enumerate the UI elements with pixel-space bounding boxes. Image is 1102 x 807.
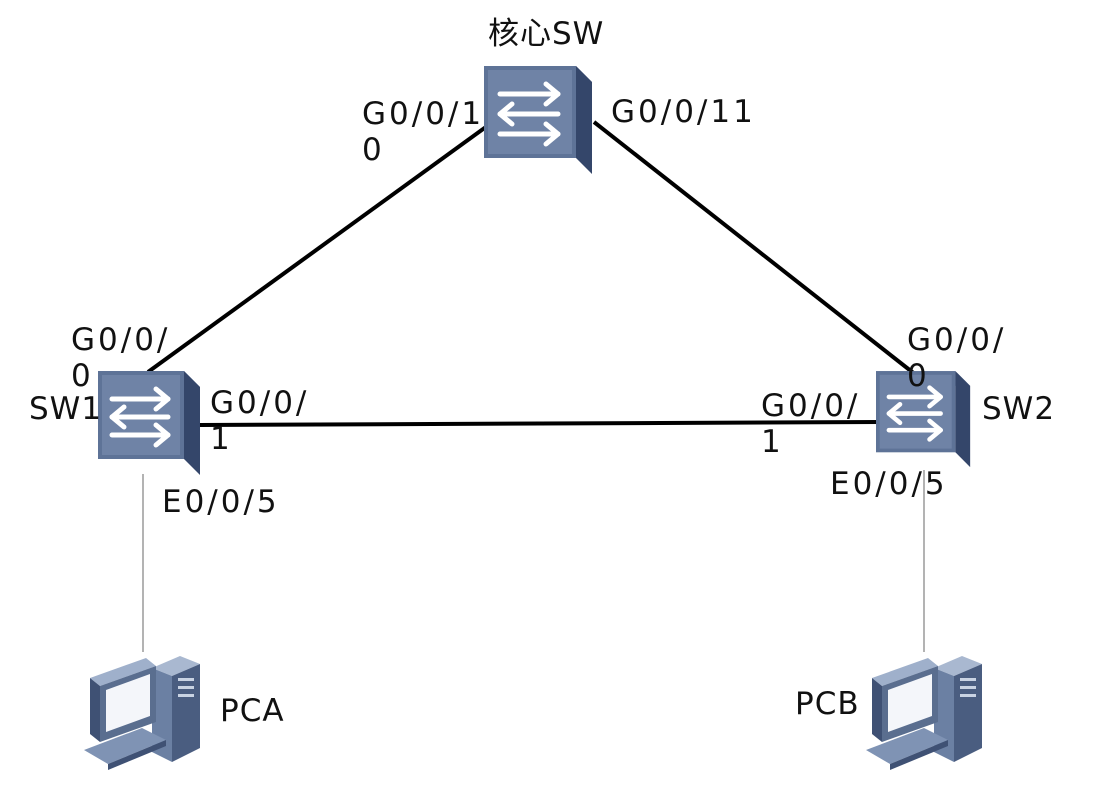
sw1-port-access-label: E0/0/5 — [162, 484, 280, 520]
pcb-name-label: PCB — [795, 686, 860, 722]
pcb-computer-icon[interactable] — [864, 654, 988, 770]
sw2-port-access-label: E0/0/5 — [830, 466, 948, 502]
sw2-port-uplink-label: G0/0/ 0 — [907, 322, 1007, 394]
sw1-port-link-label: G0/0/ 1 — [210, 385, 310, 457]
link-core-sw2 — [592, 120, 918, 377]
pca-name-label: PCA — [220, 693, 285, 729]
core-switch-icon[interactable] — [484, 66, 594, 176]
sw1-name-label: SW1 — [29, 391, 103, 427]
core-port-left-label: G0/0/1 0 — [362, 96, 485, 168]
pca-computer-icon[interactable] — [82, 654, 206, 770]
sw2-port-link-label: G0/0/ 1 — [761, 388, 861, 460]
core-port-right-label: G0/0/11 — [611, 94, 756, 130]
link-core-sw1 — [146, 122, 492, 374]
sw1-switch-icon[interactable] — [98, 371, 202, 477]
sw2-name-label: SW2 — [982, 391, 1056, 427]
core-switch-name-label: 核心SW — [488, 16, 605, 52]
link-sw1-sw2 — [199, 420, 881, 427]
sw2-switch-icon[interactable] — [876, 371, 972, 469]
sw1-port-uplink-label: G0/0/ 0 — [71, 322, 171, 394]
